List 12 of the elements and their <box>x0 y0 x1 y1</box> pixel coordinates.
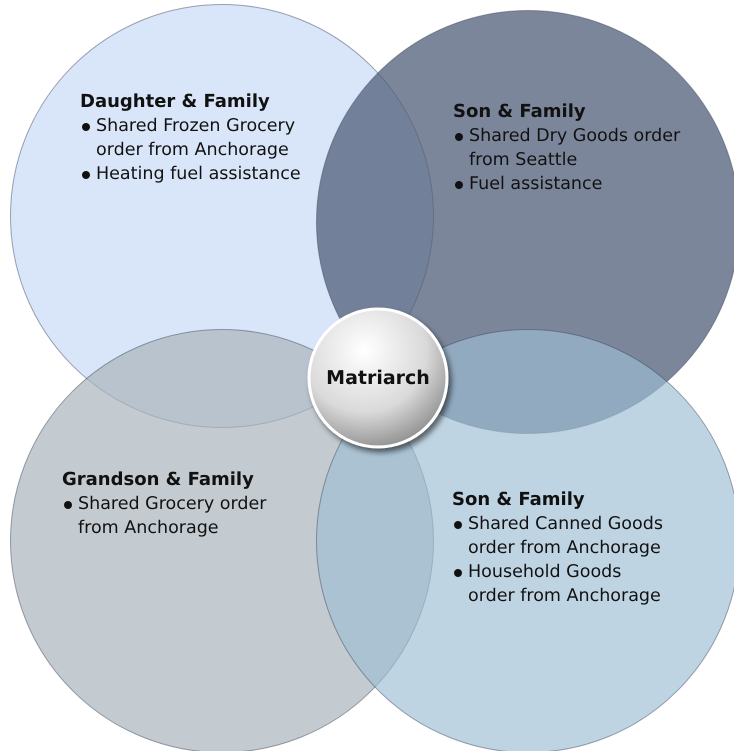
bullet-item: Household Goods order from Anchorage <box>452 560 672 608</box>
bullet-item: Shared Frozen Grocery order from Anchorage <box>80 114 320 162</box>
bullet-item: Shared Dry Goods order from Seattle <box>453 124 683 172</box>
circle-heading: Son & Family <box>452 488 586 512</box>
bullet-item: Fuel assistance <box>453 172 683 196</box>
bullet-item: Shared Grocery order from Anchorage <box>62 492 302 540</box>
circle-title: Matriarch <box>326 366 430 390</box>
circle-heading: Grandson & Family <box>62 468 255 492</box>
bullet-item: Shared Canned Goods order from Anchorage <box>452 512 672 560</box>
circle-heading: Daughter & Family <box>80 90 271 114</box>
bullet-item: Heating fuel assistance <box>80 162 320 186</box>
circle-heading: Son & Family <box>453 100 587 124</box>
